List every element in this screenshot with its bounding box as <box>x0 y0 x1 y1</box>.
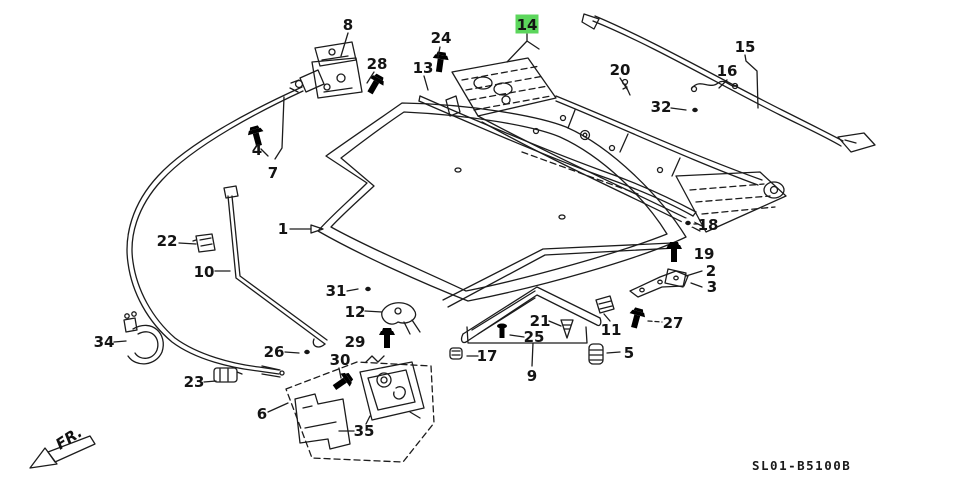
part-label-13[interactable]: 13 <box>413 59 434 77</box>
fr-direction-arrow <box>29 435 96 469</box>
part-label-7[interactable]: 7 <box>268 164 278 182</box>
grommet-31-drawing <box>361 284 375 294</box>
bolt-30-drawing <box>329 369 356 395</box>
leader-lines <box>113 32 759 432</box>
part-label-6[interactable]: 6 <box>257 405 267 423</box>
part-label-28[interactable]: 28 <box>367 55 388 73</box>
stay-bracket-drawing <box>629 268 689 298</box>
diagram-line-art <box>29 13 876 469</box>
bolt-27-drawing <box>626 306 647 330</box>
part-label-2[interactable]: 2 <box>706 262 716 280</box>
cowl-bracket-drawing <box>690 80 739 93</box>
bolt-19-drawing <box>666 242 682 262</box>
part-labels: 1 2 3 4 5 6 7 8 9 10 11 12 13 14 15 16 1… <box>94 16 756 440</box>
front-seal-strip-drawing <box>418 95 697 217</box>
part-label-25[interactable]: 25 <box>524 328 545 346</box>
part-label-8[interactable]: 8 <box>343 16 353 34</box>
release-cable-drawing <box>126 79 304 378</box>
part-label-34[interactable]: 34 <box>94 333 115 351</box>
hood-stay-rod-drawing <box>192 185 328 348</box>
clip-11-drawing <box>595 295 615 314</box>
part-label-23[interactable]: 23 <box>184 373 205 391</box>
bolt-24-drawing <box>430 51 450 74</box>
part-label-20[interactable]: 20 <box>610 61 631 79</box>
part-label-19[interactable]: 19 <box>694 245 715 263</box>
bolt-28-drawing <box>363 71 387 97</box>
part-label-3[interactable]: 3 <box>707 278 717 296</box>
part-label-18[interactable]: 18 <box>698 216 719 234</box>
part-label-15[interactable]: 15 <box>735 38 756 56</box>
part-label-35[interactable]: 35 <box>354 422 375 440</box>
part-label-10[interactable]: 10 <box>194 263 215 281</box>
grommet-5-drawing <box>588 343 604 365</box>
part-label-9[interactable]: 9 <box>527 367 537 385</box>
grommet-18-drawing <box>681 218 695 228</box>
diagram-code: SL01-B5100B <box>752 458 851 473</box>
safety-catch-drawing <box>381 302 421 335</box>
part-label-22[interactable]: 22 <box>157 232 178 250</box>
part-label-17[interactable]: 17 <box>477 347 498 365</box>
part-label-24[interactable]: 24 <box>431 29 452 47</box>
part-label-5[interactable]: 5 <box>624 344 634 362</box>
part-label-14-box[interactable] <box>515 14 539 34</box>
pin-25-drawing <box>497 323 507 338</box>
hood-lock-assembly-drawing <box>285 355 435 463</box>
part-label-29[interactable]: 29 <box>345 333 366 351</box>
grommet-32-drawing <box>688 105 702 115</box>
clip-17-drawing <box>449 347 463 360</box>
strap-34-drawing <box>123 311 164 365</box>
part-label-26[interactable]: 26 <box>264 343 285 361</box>
part-label-12[interactable]: 12 <box>345 303 366 321</box>
part-label-31[interactable]: 31 <box>326 282 347 300</box>
part-label-11[interactable]: 11 <box>601 321 622 339</box>
part-label-21[interactable]: 21 <box>530 312 551 330</box>
hood-panel-drawing <box>317 102 687 308</box>
part-label-14[interactable]: 14 <box>517 16 538 34</box>
part-label-1[interactable]: 1 <box>278 220 288 238</box>
part-label-30[interactable]: 30 <box>330 351 351 369</box>
part-label-27[interactable]: 27 <box>663 314 684 332</box>
cowl-top-assembly-drawing <box>445 57 787 233</box>
grommet-26-drawing <box>300 347 314 357</box>
bolt-29-drawing <box>379 328 395 348</box>
hood-hinge-drawing <box>299 41 363 99</box>
part-label-32[interactable]: 32 <box>651 98 672 116</box>
cable-clamp-drawing <box>213 367 243 383</box>
part-label-4[interactable]: 4 <box>252 141 262 159</box>
hood-seal-drawing <box>460 286 602 344</box>
part-label-16[interactable]: 16 <box>717 62 738 80</box>
